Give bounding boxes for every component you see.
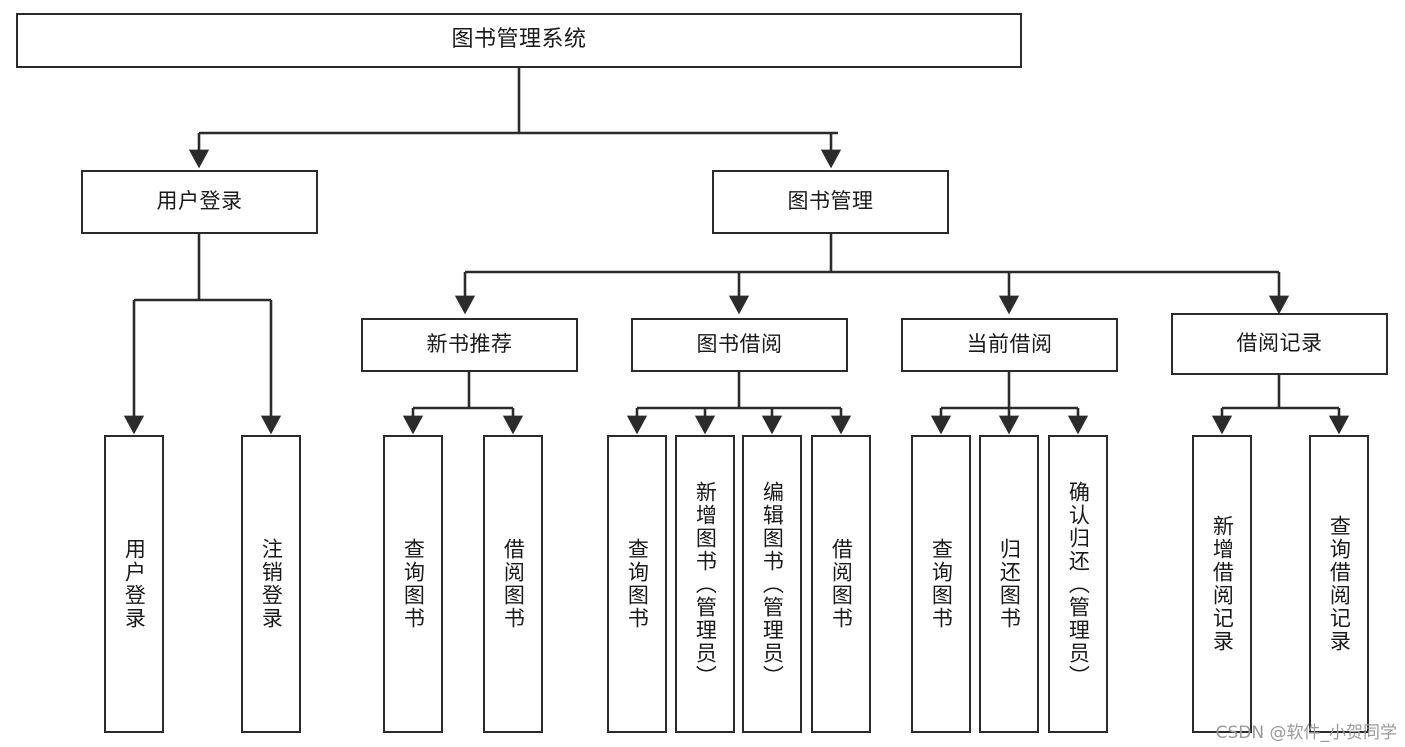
leaf-return-book[interactable]: 归还图书 — [979, 435, 1039, 733]
node-label: 归还图书 — [997, 538, 1022, 630]
leaf-confirm-return[interactable]: 确认归还（管理员） — [1048, 435, 1108, 733]
node-current-borrow[interactable]: 当前借阅 — [901, 318, 1118, 372]
node-label: 编辑图书（管理员） — [760, 480, 785, 688]
node-label: 图书管理系统 — [451, 27, 587, 53]
node-root-system[interactable]: 图书管理系统 — [16, 13, 1022, 68]
node-new-book-recommend[interactable]: 新书推荐 — [361, 318, 578, 372]
leaf-query-borrow-record[interactable]: 查询借阅记录 — [1309, 435, 1369, 733]
leaf-user-logout[interactable]: 注销登录 — [241, 435, 301, 733]
node-label: 借阅记录 — [1236, 331, 1323, 356]
leaf-query-book-current[interactable]: 查询图书 — [911, 435, 971, 733]
leaf-edit-book[interactable]: 编辑图书（管理员） — [742, 435, 802, 733]
node-borrow-record[interactable]: 借阅记录 — [1171, 313, 1388, 375]
node-label: 图书借阅 — [696, 332, 783, 357]
leaf-borrow-book-recommend[interactable]: 借阅图书 — [483, 435, 543, 733]
leaf-query-book-recommend[interactable]: 查询图书 — [383, 435, 443, 733]
csdn-watermark: CSDN @软件_小贺同学 — [1215, 723, 1397, 743]
node-label: 查询图书 — [929, 538, 954, 630]
node-label: 当前借阅 — [966, 332, 1053, 357]
node-label: 借阅图书 — [829, 538, 854, 630]
node-book-management[interactable]: 图书管理 — [712, 170, 949, 234]
leaf-query-book-borrow[interactable]: 查询图书 — [607, 435, 667, 733]
leaf-user-login[interactable]: 用户登录 — [104, 435, 164, 733]
node-label: 新增图书（管理员） — [693, 480, 718, 688]
node-label: 新书推荐 — [426, 332, 513, 357]
node-label: 查询图书 — [401, 538, 426, 630]
node-label: 确认归还（管理员） — [1066, 480, 1091, 688]
node-user-login[interactable]: 用户登录 — [81, 170, 318, 234]
node-label: 查询借阅记录 — [1327, 515, 1352, 653]
node-label: 用户登录 — [156, 189, 243, 214]
leaf-add-borrow-record[interactable]: 新增借阅记录 — [1192, 435, 1252, 733]
node-label: 查询图书 — [625, 538, 650, 630]
node-label: 用户登录 — [122, 538, 147, 630]
node-label: 借阅图书 — [501, 538, 526, 630]
leaf-borrow-book[interactable]: 借阅图书 — [811, 435, 871, 733]
leaf-add-book[interactable]: 新增图书（管理员） — [675, 435, 735, 733]
node-label: 图书管理 — [787, 189, 874, 214]
node-book-borrow[interactable]: 图书借阅 — [631, 318, 848, 372]
node-label: 注销登录 — [259, 538, 284, 630]
node-label: 新增借阅记录 — [1210, 515, 1235, 653]
